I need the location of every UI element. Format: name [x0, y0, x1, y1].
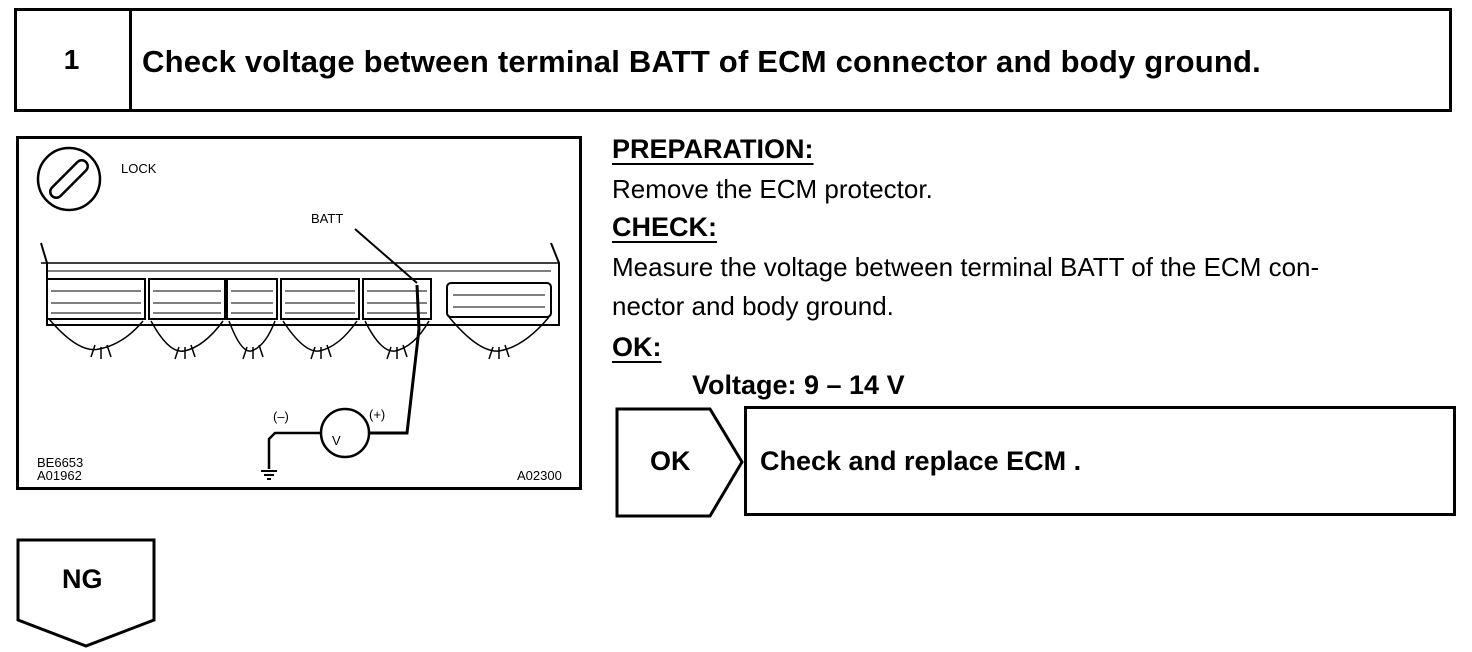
negative-label: (–) [273, 409, 289, 424]
voltmeter-symbol: V [332, 433, 341, 448]
step-number: 1 [14, 8, 132, 112]
lock-label: LOCK [121, 161, 157, 176]
positive-label: (+) [369, 407, 385, 422]
preparation-text: Remove the ECM protector. [612, 174, 933, 204]
positive-probe-wire [369, 284, 421, 435]
ng-arrow-box [16, 538, 156, 648]
figure-code-right: A02300 [517, 468, 562, 483]
voltmeter-icon [319, 407, 371, 459]
check-text-line-2: nector and body ground. [612, 291, 894, 321]
ok-arrow-box [615, 407, 744, 518]
step-header-box [14, 8, 1452, 112]
ok-action-text: Check and replace ECM . [760, 446, 1082, 476]
ecm-housing [40, 242, 560, 326]
ok-action-box [744, 406, 1456, 516]
figure-code-1: BE6653 [37, 455, 83, 470]
ignition-lock-icon [36, 146, 102, 212]
check-text-line-1: Measure the voltage between terminal BAT… [612, 252, 1320, 282]
wire-harness [48, 316, 550, 360]
figure-code-2: A01962 [37, 468, 82, 483]
ok-voltage-spec: Voltage: 9 – 14 V [692, 370, 905, 400]
preparation-heading: PREPARATION: [612, 134, 814, 164]
ecm-diagram: LOCK BATT [36, 146, 562, 483]
negative-probe-wire [267, 431, 321, 469]
batt-leader-line [354, 228, 418, 284]
ecm-connector-illustration: LOCK BATT [16, 136, 582, 490]
ok-heading: OK: [612, 332, 662, 362]
batt-label: BATT [311, 211, 343, 226]
step-title: Check voltage between terminal BATT of E… [142, 44, 1261, 79]
ok-label: OK [650, 446, 691, 476]
check-heading: CHECK: [612, 212, 717, 242]
ng-label: NG [62, 564, 103, 594]
ground-icon [261, 470, 277, 480]
ecm-connectors [46, 278, 552, 320]
connector-pins [51, 290, 545, 314]
